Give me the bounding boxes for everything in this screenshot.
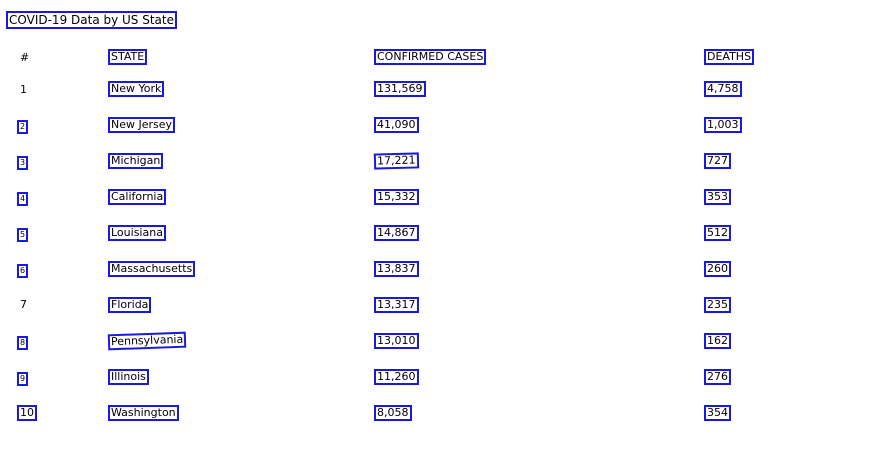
row-num: 3 <box>17 156 29 170</box>
row-cases: 13,010 <box>374 333 419 349</box>
row-state: Louisiana <box>108 225 166 241</box>
header-state: STATE <box>108 49 148 65</box>
row-num: 6 <box>17 264 29 278</box>
header-cases: CONFIRMED CASES <box>374 49 487 65</box>
row-cases: 41,090 <box>374 117 419 133</box>
row-num: 2 <box>17 120 29 134</box>
row-state: Illinois <box>108 369 149 385</box>
header-num-cell: # <box>17 50 32 66</box>
row-num: 8 <box>17 336 29 350</box>
row-deaths: 1,003 <box>704 117 742 133</box>
row-cases: 17,221 <box>373 152 419 170</box>
page-title: COVID-19 Data by US State <box>6 11 177 29</box>
row-deaths: 353 <box>704 189 731 205</box>
row-state: Pennsylvania <box>107 331 187 351</box>
row-deaths: 4,758 <box>704 81 742 97</box>
row-num: 9 <box>17 372 29 386</box>
header-num: # <box>20 51 30 64</box>
row-cases: 11,260 <box>374 369 419 385</box>
row-num: 1 <box>20 83 27 96</box>
row-deaths: 354 <box>704 405 731 421</box>
row-state: New York <box>108 81 165 97</box>
row-deaths: 512 <box>704 225 731 241</box>
row-state: Massachusetts <box>108 261 196 277</box>
row-cases: 13,837 <box>374 261 419 277</box>
row-cases: 131,569 <box>374 81 426 97</box>
row-num: 4 <box>17 192 29 206</box>
row-deaths: 276 <box>704 369 731 385</box>
row-deaths: 727 <box>704 153 731 169</box>
row-state: New Jersey <box>108 117 176 133</box>
row-deaths: 260 <box>704 261 731 277</box>
row-num: 10 <box>17 405 37 421</box>
row-deaths: 162 <box>704 333 731 349</box>
header-deaths: DEATHS <box>704 49 755 65</box>
row-state: Washington <box>108 405 179 421</box>
header-cases-cell: CONFIRMED CASES <box>374 49 487 65</box>
row-cases: 13,317 <box>374 297 419 313</box>
header-deaths-cell: DEATHS <box>704 49 755 65</box>
row-cases: 15,332 <box>374 189 419 205</box>
header-state-cell: STATE <box>108 49 148 65</box>
row-deaths: 235 <box>704 297 731 313</box>
row-state: California <box>108 189 167 205</box>
row-cases: 8,058 <box>374 405 412 421</box>
row-num: 5 <box>17 228 29 242</box>
row-num: 7 <box>20 298 27 311</box>
row-state: Florida <box>108 297 152 313</box>
row-state: Michigan <box>108 153 164 169</box>
row-cases: 14,867 <box>374 225 419 241</box>
